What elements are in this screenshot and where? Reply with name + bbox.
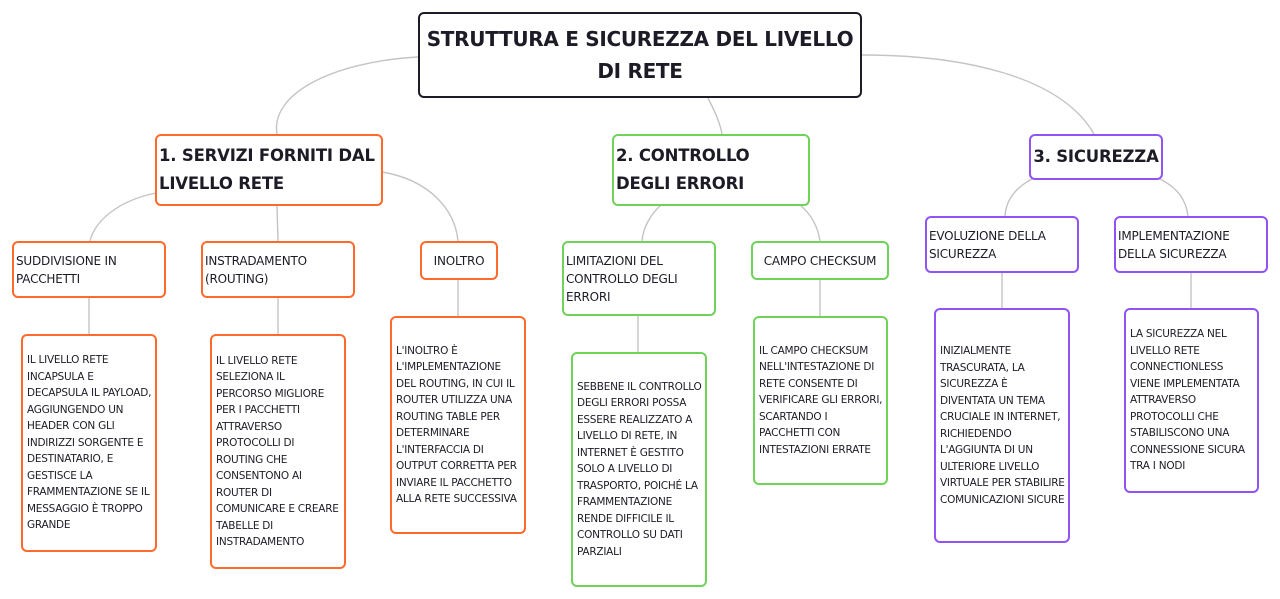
topic-title: SUDDIVISIONE IN PACCHETTI bbox=[16, 253, 117, 286]
topic-checksum[interactable]: CAMPO CHECKSUM bbox=[751, 241, 889, 280]
connector-b2-c1 bbox=[641, 204, 662, 242]
detail-suddivisione[interactable]: IL LIVELLO RETE INCAPSULA E DECAPSULA IL… bbox=[21, 334, 157, 552]
detail-text: IL LIVELLO RETE SELEZIONA IL PERCORSO MI… bbox=[216, 354, 339, 549]
topic-inoltro[interactable]: INOLTRO bbox=[420, 241, 498, 280]
topic-title: INSTRADAMENTO (ROUTING) bbox=[205, 253, 307, 286]
connector-b3-c1 bbox=[1004, 178, 1033, 217]
topic-implementazione[interactable]: IMPLEMENTAZIONE DELLA SICUREZZA bbox=[1114, 216, 1268, 273]
branch-servizi[interactable]: 1. SERVIZI FORNITI DAL LIVELLO RETE bbox=[155, 134, 383, 206]
connector-b1-c3 bbox=[381, 171, 459, 242]
detail-text: SEBBENE IL CONTROLLO DEGLI ERRORI POSSA … bbox=[577, 380, 702, 558]
detail-evoluzione[interactable]: INIZIALMENTE TRASCURATA, LA SICUREZZA È … bbox=[934, 308, 1070, 543]
detail-implementazione[interactable]: LA SICUREZZA NEL LIVELLO RETE CONNECTION… bbox=[1124, 308, 1259, 493]
detail-text: INIZIALMENTE TRASCURATA, LA SICUREZZA È … bbox=[940, 345, 1065, 506]
topic-limitazioni[interactable]: LIMITAZIONI DEL CONTROLLO DEGLI ERRORI bbox=[562, 241, 716, 316]
topic-instradamento[interactable]: INSTRADAMENTO (ROUTING) bbox=[201, 241, 355, 298]
connector-root-branch2 bbox=[707, 97, 723, 135]
detail-inoltro[interactable]: L'INOLTRO È L'IMPLEMENTAZIONE DEL ROUTIN… bbox=[390, 316, 526, 534]
branch-title: 3. SICUREZZA bbox=[1033, 147, 1159, 166]
connector-b1-c1 bbox=[89, 192, 157, 242]
topic-title: INOLTRO bbox=[433, 253, 485, 268]
root-title: STRUTTURA E SICUREZZA DEL LIVELLO DI RET… bbox=[426, 27, 854, 83]
connector-b2-c2 bbox=[799, 204, 821, 242]
detail-text: LA SICUREZZA NEL LIVELLO RETE CONNECTION… bbox=[1130, 328, 1245, 473]
connector-b1-c2 bbox=[276, 204, 279, 242]
branch-title: 2. CONTROLLO DEGLI ERRORI bbox=[616, 146, 750, 193]
topic-title: LIMITAZIONI DEL CONTROLLO DEGLI ERRORI bbox=[566, 253, 678, 304]
detail-instradamento[interactable]: IL LIVELLO RETE SELEZIONA IL PERCORSO MI… bbox=[210, 334, 346, 569]
detail-text: L'INOLTRO È L'IMPLEMENTAZIONE DEL ROUTIN… bbox=[396, 344, 517, 506]
detail-text: IL CAMPO CHECKSUM NELL'INTESTAZIONE DI R… bbox=[759, 344, 883, 456]
detail-checksum[interactable]: IL CAMPO CHECKSUM NELL'INTESTAZIONE DI R… bbox=[753, 316, 888, 485]
branch-controllo-errori[interactable]: 2. CONTROLLO DEGLI ERRORI bbox=[612, 134, 810, 206]
topic-evoluzione[interactable]: EVOLUZIONE DELLA SICUREZZA bbox=[925, 216, 1079, 273]
branch-sicurezza[interactable]: 3. SICUREZZA bbox=[1029, 134, 1163, 180]
detail-limitazioni[interactable]: SEBBENE IL CONTROLLO DEGLI ERRORI POSSA … bbox=[571, 352, 707, 587]
detail-text: IL LIVELLO RETE INCAPSULA E DECAPSULA IL… bbox=[27, 354, 152, 532]
topic-title: EVOLUZIONE DELLA SICUREZZA bbox=[929, 228, 1046, 261]
root-node[interactable]: STRUTTURA E SICUREZZA DEL LIVELLO DI RET… bbox=[418, 12, 862, 98]
topic-suddivisione[interactable]: SUDDIVISIONE IN PACCHETTI bbox=[12, 241, 166, 298]
topic-title: CAMPO CHECKSUM bbox=[763, 253, 877, 268]
topic-title: IMPLEMENTAZIONE DELLA SICUREZZA bbox=[1118, 228, 1230, 261]
connector-b3-c2 bbox=[1159, 178, 1189, 217]
connector-root-branch1 bbox=[275, 56, 419, 135]
connector-root-branch3 bbox=[861, 54, 1095, 135]
branch-title: 1. SERVIZI FORNITI DAL LIVELLO RETE bbox=[159, 146, 375, 193]
